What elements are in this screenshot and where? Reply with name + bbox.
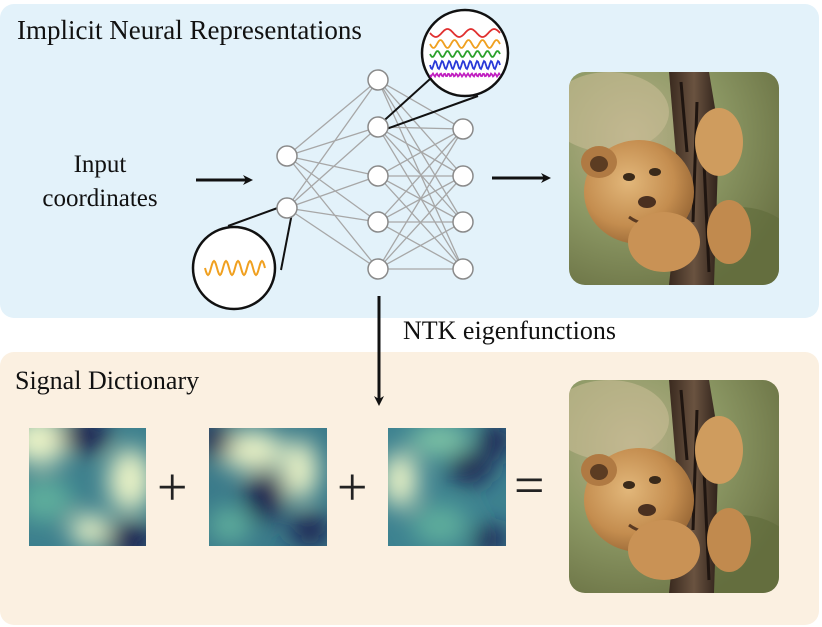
- multi-frequency-zoom-icon: [420, 8, 510, 98]
- zoom-line-input-bottom: [280, 212, 293, 271]
- basis-function-1: [29, 428, 146, 546]
- plus-operator-2: +: [337, 457, 368, 517]
- network-edge: [377, 128, 464, 270]
- network-node-l0-n0: [276, 145, 298, 167]
- frequency-wave-1: [429, 39, 501, 49]
- network-node-l1-n4: [367, 258, 389, 280]
- network-edge: [286, 155, 379, 270]
- network-edge: [286, 126, 379, 157]
- network-node-l2-n3: [452, 258, 474, 280]
- zoom-line-output-bottom: [377, 95, 479, 133]
- network-edge: [286, 79, 379, 209]
- network-node-l2-n0: [452, 118, 474, 140]
- frequency-wave-4: [429, 71, 501, 79]
- network-nodes: [276, 69, 474, 280]
- network-edge: [286, 155, 379, 223]
- network-edge: [286, 175, 379, 209]
- lion-cub-photo-reconstructed: [569, 380, 779, 593]
- network-node-l1-n1: [367, 116, 389, 138]
- frequency-wave-3: [429, 59, 501, 71]
- network-edge: [377, 79, 464, 130]
- frequency-wave-2: [429, 50, 501, 58]
- network-edge: [286, 79, 379, 157]
- network-edge: [286, 155, 379, 177]
- plus-operator-1: +: [157, 457, 188, 517]
- input-sinusoid-wave: [204, 259, 266, 277]
- lion-cub-photo: [569, 72, 779, 285]
- network-node-l0-n1: [276, 197, 298, 219]
- zoom-line-input-top: [227, 205, 284, 227]
- network-node-l1-n0: [367, 69, 389, 91]
- equals-operator: =: [514, 455, 545, 515]
- network-edges: [286, 79, 464, 270]
- signal-dictionary-title: Signal Dictionary: [15, 366, 200, 395]
- output-frequency-waves: [429, 28, 501, 79]
- ntk-eigenfunctions-label: NTK eigenfunctions: [403, 316, 617, 345]
- basis-function-2: [209, 428, 327, 546]
- network-edge: [377, 221, 464, 270]
- inr-title: Implicit Neural Representations: [17, 15, 362, 45]
- network-edge: [377, 126, 464, 223]
- network-edge: [377, 128, 464, 177]
- input-coordinates-label: Input coordinates: [42, 151, 158, 212]
- basis-function-3: [388, 428, 506, 546]
- sinusoid-zoom-icon: [191, 225, 277, 311]
- frequency-wave-0: [429, 28, 501, 38]
- network-node-l2-n2: [452, 211, 474, 233]
- network-edge: [377, 128, 464, 223]
- network-edge: [286, 126, 379, 209]
- network-edge: [377, 126, 464, 177]
- network-node-l2-n1: [452, 165, 474, 187]
- network-edge: [286, 207, 379, 223]
- network-edge: [286, 207, 379, 270]
- network-node-l1-n2: [367, 165, 389, 187]
- network-node-l1-n3: [367, 211, 389, 233]
- network-edge: [377, 175, 464, 270]
